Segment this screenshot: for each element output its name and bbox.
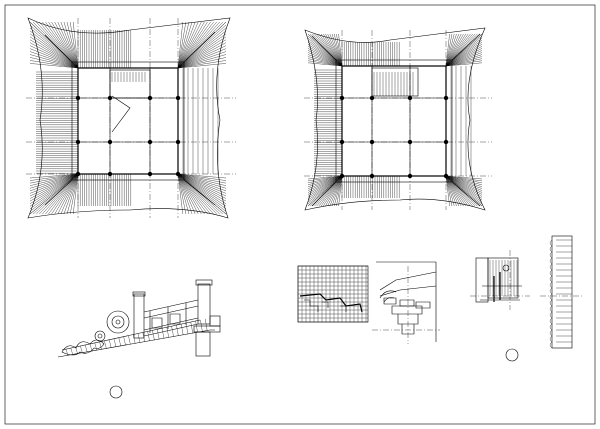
- roof-outline: [27, 17, 231, 219]
- rafter-lines: [36, 30, 219, 206]
- column-dot: [407, 95, 413, 101]
- columns: [339, 95, 449, 179]
- stair-elevation: [57, 279, 221, 399]
- wall-strip: [551, 235, 573, 349]
- column-dot: [339, 95, 345, 101]
- column-dot: [147, 139, 153, 145]
- column-dot: [407, 139, 413, 145]
- axis-grid: [304, 30, 492, 210]
- column-dot: [75, 95, 81, 101]
- column-dot: [107, 139, 113, 145]
- stair: [371, 67, 419, 97]
- column-dot: [407, 173, 413, 179]
- baluster-post: [133, 293, 145, 339]
- column-dot: [369, 139, 375, 145]
- view-marker: [109, 385, 123, 399]
- column-dot: [443, 173, 449, 179]
- view-marker: [505, 348, 519, 362]
- column-dot: [107, 171, 113, 177]
- cloud-ornament: [61, 339, 105, 356]
- column-dot: [339, 139, 345, 145]
- hip-rafters: [307, 33, 483, 207]
- hall-outline: [77, 67, 179, 175]
- eave-line: [71, 61, 185, 181]
- column-dot: [75, 139, 81, 145]
- hip-rafters: [29, 21, 227, 215]
- bracket-details: [297, 261, 440, 344]
- roof-plan-right: [304, 27, 492, 211]
- column-dot: [369, 95, 375, 101]
- hall-outline: [341, 65, 447, 177]
- roof-plan-left: [26, 17, 236, 219]
- columns: [75, 95, 181, 177]
- column-dot: [339, 173, 345, 179]
- roof-outline: [304, 27, 486, 211]
- column-dot: [443, 95, 449, 101]
- column-dot: [443, 139, 449, 145]
- column-dot: [175, 171, 181, 177]
- column-dot: [75, 171, 81, 177]
- column-dot: [369, 173, 375, 179]
- column-dot: [147, 171, 153, 177]
- baluster-post: [197, 283, 211, 325]
- stair: [109, 69, 151, 133]
- eave-section: [470, 235, 584, 362]
- axis-grid: [26, 18, 236, 218]
- sheet-border: [4, 4, 596, 425]
- column-dot: [175, 139, 181, 145]
- column-dot: [175, 95, 181, 101]
- eave-line: [335, 59, 453, 183]
- wheel-ornament: [106, 310, 130, 334]
